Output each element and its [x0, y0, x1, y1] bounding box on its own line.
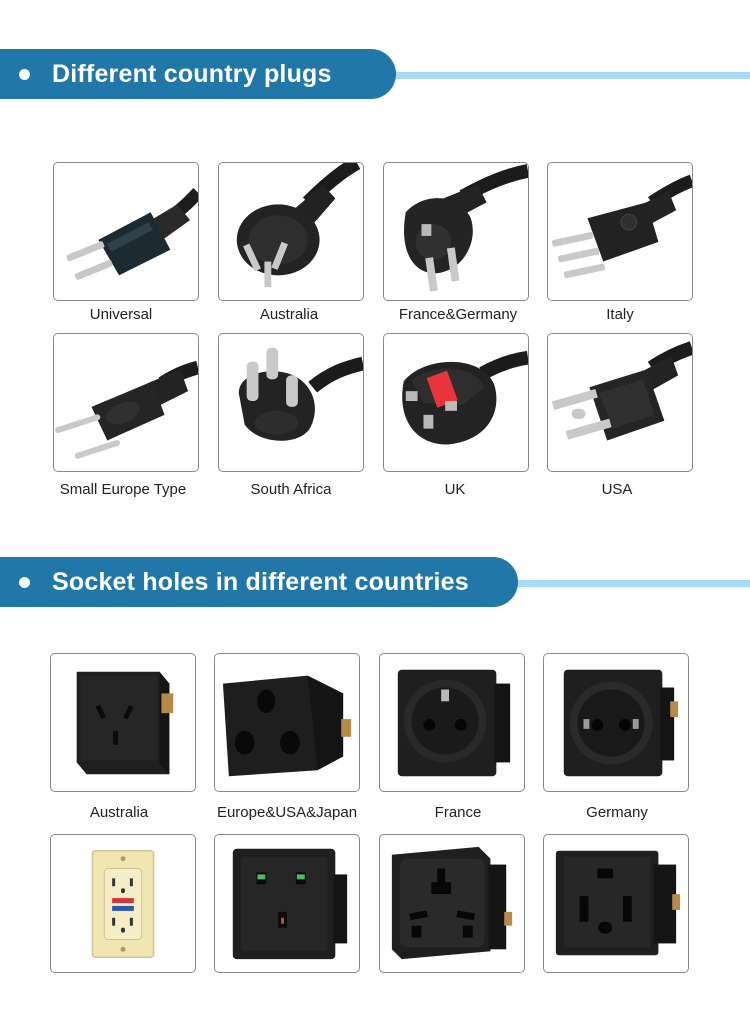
plug-label: Universal — [89, 306, 153, 323]
plug-tile-south-africa — [218, 333, 364, 472]
socket-france-icon — [397, 669, 511, 777]
plug-tile-australia — [218, 162, 364, 301]
plug-label: Italy — [606, 306, 634, 323]
plug-australia-icon — [236, 163, 361, 288]
banner-bar: Different country plugs — [0, 49, 396, 99]
socket-uk-icon — [232, 848, 348, 960]
socket-tile-universal — [379, 834, 525, 973]
plug-usa-icon — [551, 341, 692, 441]
socket-tile-europe-usa-japan — [214, 653, 360, 792]
socket-australia-icon — [76, 671, 174, 775]
plug-universal-icon — [66, 188, 198, 280]
plug-small-europe-icon — [55, 360, 198, 459]
banner-bar: Socket holes in different countries — [0, 557, 518, 607]
socket-tile-australia — [50, 653, 196, 792]
plug-tile-small-europe — [53, 333, 199, 472]
plug-france-germany-icon — [404, 164, 528, 292]
plug-label: France&Germany — [398, 306, 518, 323]
plug-label: South Africa — [250, 481, 332, 498]
bullet-icon — [19, 68, 30, 80]
plug-label: Australia — [259, 306, 319, 323]
socket-universal-icon — [391, 846, 513, 960]
socket-label: France — [434, 804, 482, 821]
socket-tile-usa — [543, 834, 689, 973]
plug-label: UK — [444, 481, 466, 498]
socket-usa-icon — [555, 850, 681, 956]
socket-tile-france — [379, 653, 525, 792]
section-title: Socket holes in different countries — [52, 567, 469, 596]
socket-tile-wall-outlet — [50, 834, 196, 973]
socket-germany-icon — [563, 669, 679, 777]
socket-tile-germany — [543, 653, 689, 792]
plug-tile-italy — [547, 162, 693, 301]
socket-label: Australia — [89, 804, 149, 821]
section-sockets-header: Socket holes in different countries — [0, 557, 750, 607]
plug-label: Small Europe Type — [59, 481, 187, 498]
socket-tile-uk — [214, 834, 360, 973]
socket-wall-outlet-icon — [91, 850, 155, 958]
socket-label: Germany — [586, 804, 648, 821]
plug-tile-universal — [53, 162, 199, 301]
banner-rule — [380, 72, 750, 79]
plug-tile-france-germany — [383, 162, 529, 301]
plug-south-africa-icon — [238, 347, 363, 441]
section-title: Different country plugs — [52, 59, 332, 88]
banner-rule — [500, 580, 750, 587]
socket-europe-usa-japan-icon — [222, 675, 352, 777]
section-plugs-header: Different country plugs — [0, 49, 750, 99]
plug-tile-uk — [383, 333, 529, 472]
plug-uk-icon — [402, 350, 528, 445]
socket-label: Europe&USA&Japan — [216, 804, 358, 821]
plug-label: USA — [601, 481, 633, 498]
bullet-icon — [19, 576, 30, 588]
plug-tile-usa — [547, 333, 693, 472]
plug-italy-icon — [551, 174, 692, 279]
